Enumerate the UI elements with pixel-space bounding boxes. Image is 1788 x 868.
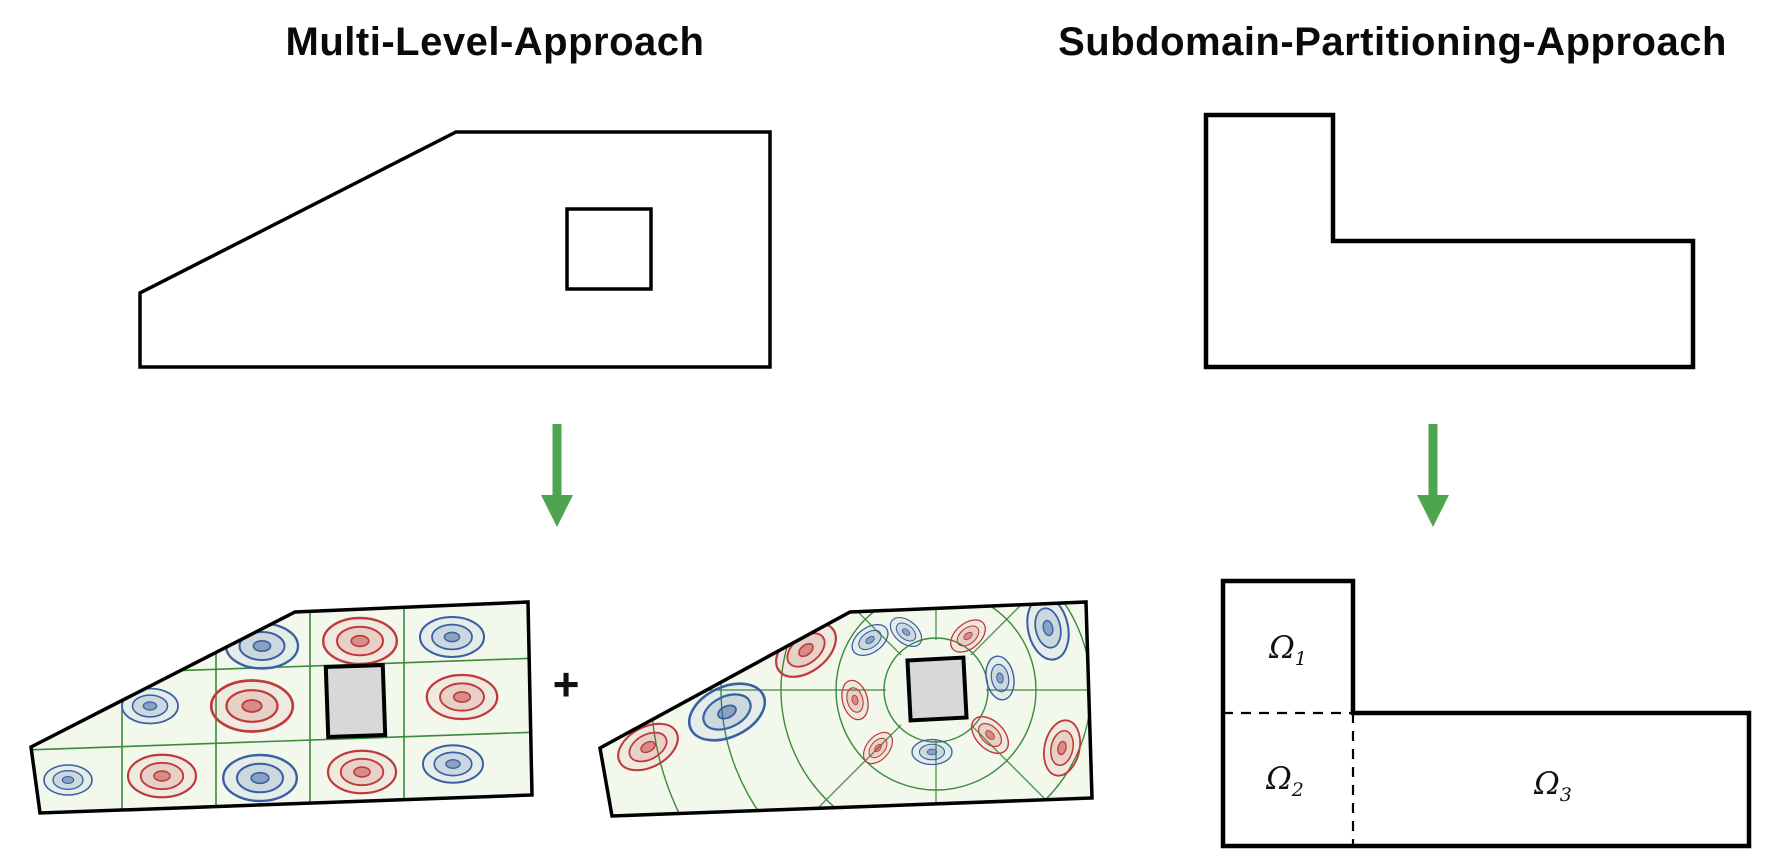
refined-domain-hole [905,655,969,723]
radial-grid-spoke [681,602,902,656]
radial-grid-spoke [970,724,1092,816]
basis-ellipse [326,749,398,795]
plus-operator: + [552,658,580,710]
refined-domain-outline [598,600,1094,818]
basis-ellipse [43,764,93,796]
partitioned-domain [1220,578,1752,849]
basis-ellipse [121,687,179,725]
basis-ellipse [222,753,298,803]
basis-ellipse [418,615,486,659]
refined-level-domain [598,600,1094,818]
multilevel-domain-hole [565,207,653,291]
omega-index: 3 [1559,784,1572,807]
multilevel-domain-outline [138,130,772,369]
right-down-arrow-icon [1417,424,1449,527]
basis-ellipse [322,616,398,666]
radial-grid-spoke [681,724,902,816]
radial-grid-spoke [970,602,1092,656]
omega-symbol: Ω [1534,765,1560,802]
multilevel-source-domain [138,130,772,369]
basis-ellipse [911,738,953,766]
coarse-level-domain [29,600,534,815]
coarse-domain-hole [323,662,388,740]
basis-ellipse [126,753,198,799]
omega-symbol: Ω [1266,760,1292,797]
arrow-head [1417,495,1449,527]
omega-index: 1 [1294,648,1307,671]
basis-ellipse [425,673,499,721]
partitioned-domain-outline [1220,578,1752,849]
subdomain-label-2: Ω2 [1266,761,1304,801]
left-title: Multi-Level-Approach [285,20,705,64]
right-title: Subdomain-Partitioning-Approach [1058,20,1727,64]
omega-symbol: Ω [1269,629,1295,666]
subdomain-label-1: Ω1 [1269,630,1307,670]
grid-line [31,731,532,751]
basis-ellipse [209,679,295,733]
basis-ellipse [422,744,484,784]
arrow-head [541,495,573,527]
coarse-domain-outline [29,600,534,815]
left-down-arrow-icon [541,424,573,527]
omega-index: 2 [1291,779,1304,802]
subdomain-label-3: Ω3 [1534,766,1572,806]
lshape-source-domain-outline [1203,112,1696,370]
